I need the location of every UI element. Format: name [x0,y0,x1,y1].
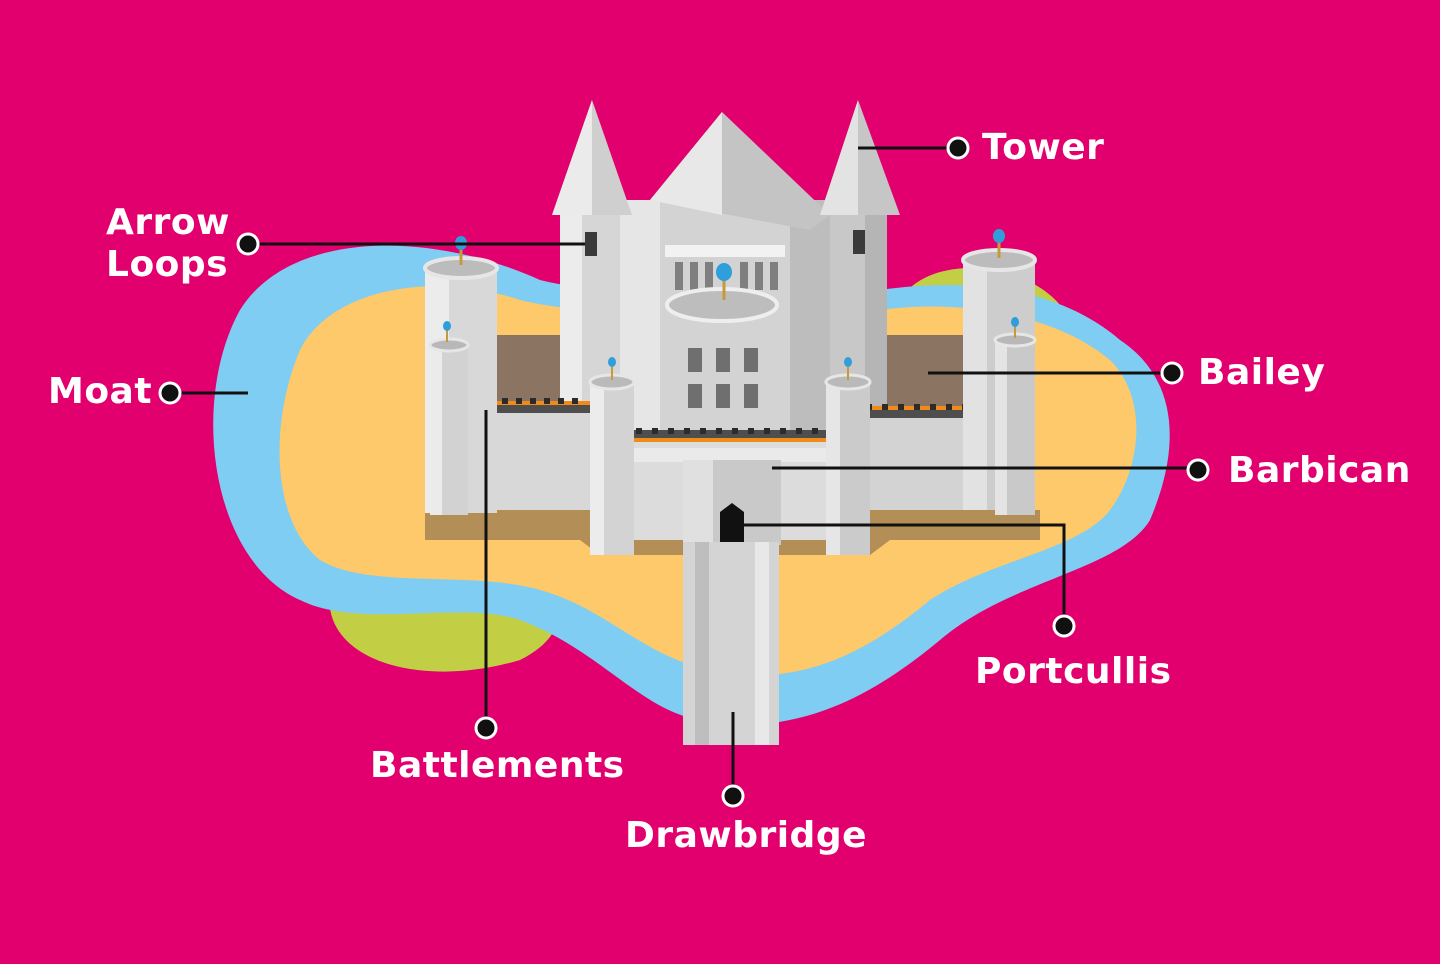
dot-bailey [1160,361,1184,385]
dot-battlements [474,716,498,740]
balcony-columns [675,262,778,290]
dot-tower [946,136,970,160]
dot-portcullis [1052,614,1076,638]
arrow-loop-right [853,230,865,254]
leader-lines [170,146,1198,796]
tower-gate-right [824,373,872,555]
label-arrow-loops-line1: Arrow [106,202,230,243]
tower-front-right [993,332,1037,515]
label-bailey: Bailey [1198,352,1326,393]
portcullis-gate [720,503,744,542]
label-drawbridge: Drawbridge [625,815,868,856]
arrow-loop-left [585,232,597,256]
tower-front-left [428,337,470,515]
dot-barbican [1186,458,1210,482]
label-barbican: Barbican [1228,450,1411,491]
label-arrow-loops: Arrow Loops [106,202,230,286]
label-tower: Tower [982,127,1105,168]
dot-moat [158,381,182,405]
tower-gate-left [588,373,636,555]
dot-drawbridge [721,784,745,808]
crenellations [474,398,984,434]
label-portcullis: Portcullis [975,651,1172,692]
leader-dots [158,136,1210,808]
keep-windows [688,348,758,408]
label-battlements: Battlements [370,745,625,786]
dot-arrow-loops [236,232,260,256]
label-moat: Moat [48,371,153,412]
keep-turret-top [665,287,779,323]
label-arrow-loops-line2: Loops [106,244,229,285]
